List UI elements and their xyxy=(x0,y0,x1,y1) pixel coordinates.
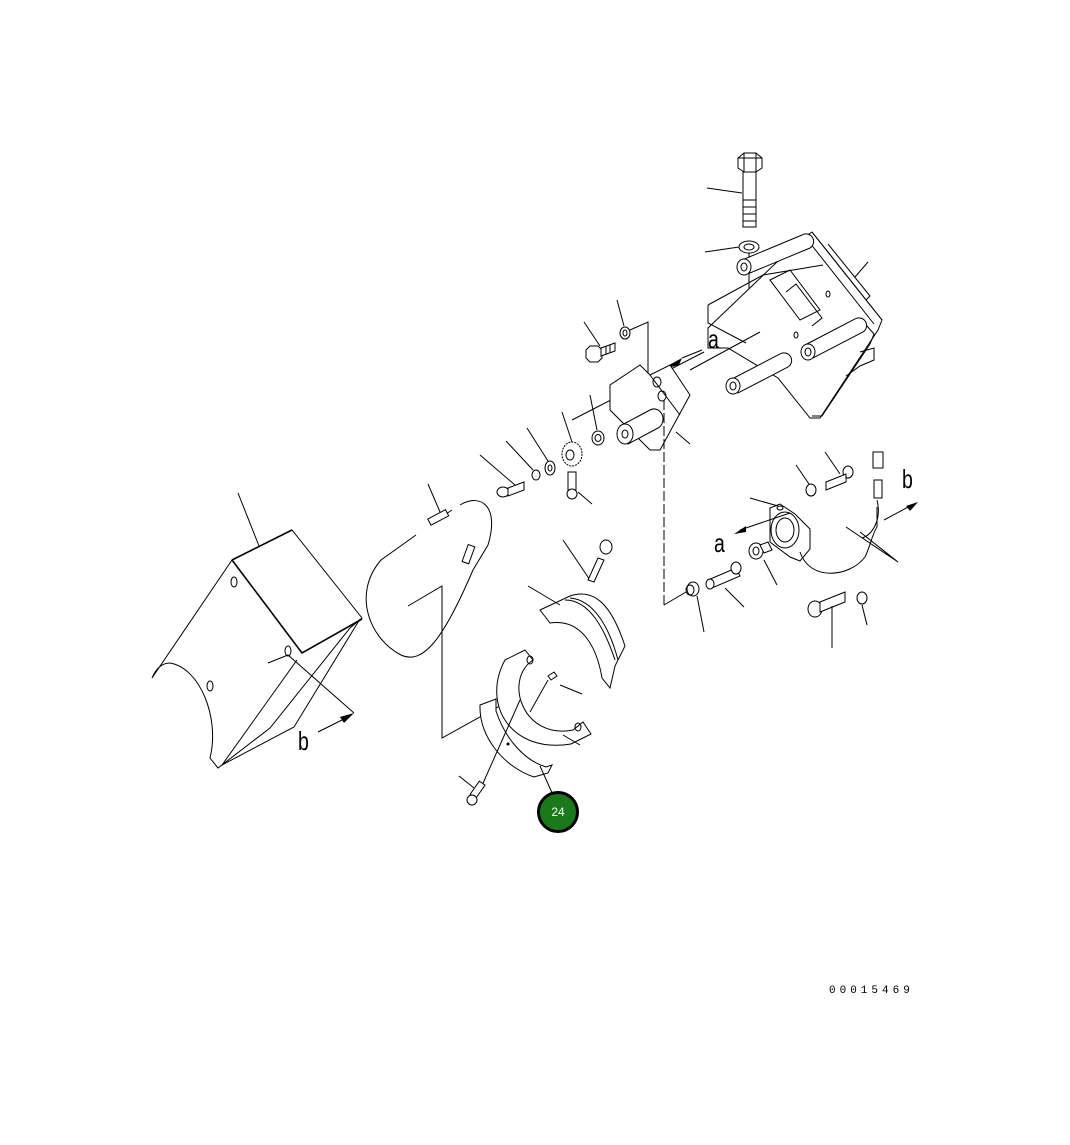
curved-shield xyxy=(479,698,554,796)
sensor-lower-washer xyxy=(856,591,868,626)
washer-right xyxy=(589,394,605,446)
washer-mid xyxy=(526,427,556,476)
reference-arrow-a-lower xyxy=(734,512,791,534)
sensor-washer xyxy=(795,464,817,497)
shaft-pin xyxy=(705,561,745,608)
reference-letter-a-upper: a xyxy=(708,324,719,354)
bolt-vertical xyxy=(566,471,593,505)
coupling xyxy=(748,541,778,586)
lock-washer-toothed xyxy=(561,411,583,467)
side-cover xyxy=(151,492,363,769)
housing-upper-half xyxy=(527,539,626,690)
bolt-lower xyxy=(458,775,486,806)
bolt-mid xyxy=(479,454,525,498)
reference-letter-b-lower: b xyxy=(298,726,309,756)
mounting-plate xyxy=(609,364,691,606)
reference-letter-a-lower: a xyxy=(714,528,725,558)
reference-letter-b-upper: b xyxy=(902,464,913,494)
bushing xyxy=(685,581,705,633)
sensor-flange xyxy=(749,497,878,574)
mounting-bracket xyxy=(707,231,883,419)
sensor-connector xyxy=(845,451,918,563)
sensor-lower-bolt xyxy=(807,591,846,648)
housing-lower-half xyxy=(496,649,592,746)
part-callout-24[interactable]: 24 xyxy=(537,791,579,833)
drawing-number: 00015469 xyxy=(829,985,914,997)
washer-small xyxy=(505,440,541,481)
long-bolt xyxy=(706,152,763,228)
small-bolt-upper xyxy=(583,321,616,363)
sensor-bolt xyxy=(824,451,854,491)
cable-assembly xyxy=(365,483,515,739)
